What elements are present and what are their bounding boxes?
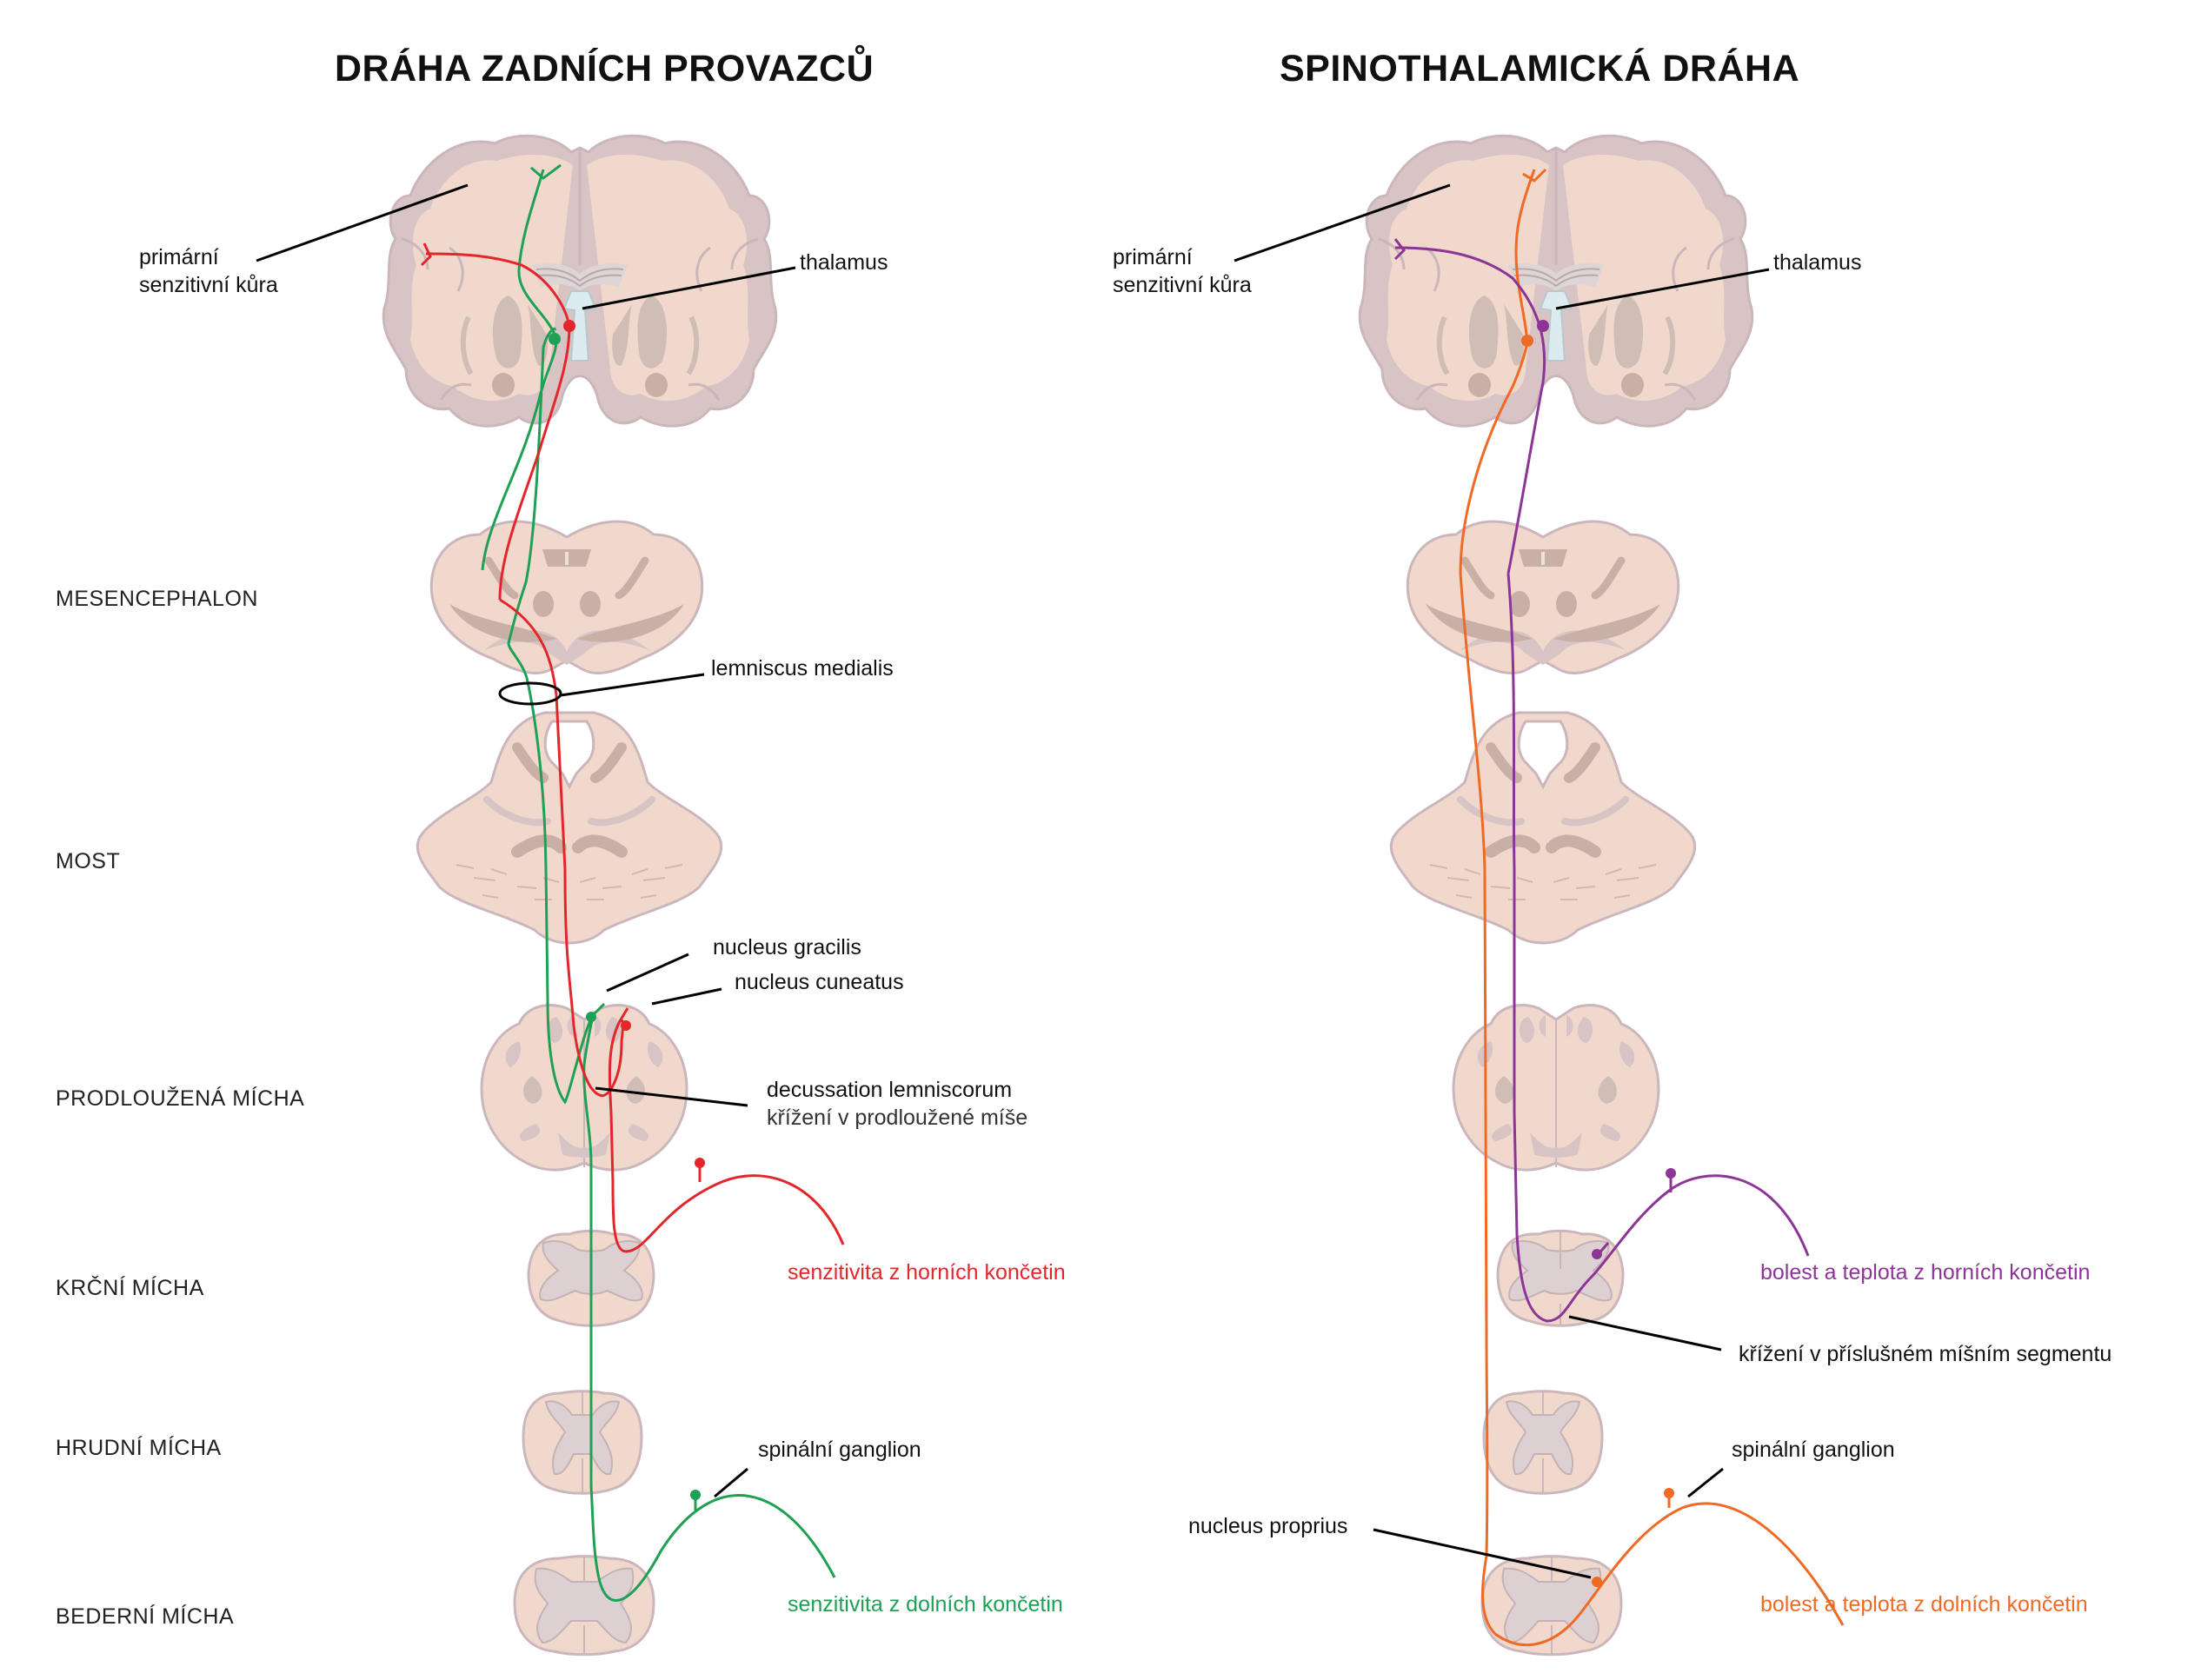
- left-leader-lines: [256, 183, 796, 1498]
- right-lower-limbs-label: bolest a teplota z dolních končetin: [1760, 1592, 2088, 1617]
- level-mesencephalon: MESENCEPHALON: [56, 587, 258, 611]
- decussation-label: decussation lemniscorum křížení v prodlo…: [767, 1076, 1027, 1132]
- nucleus-proprius-label: nucleus proprius: [1188, 1514, 1348, 1538]
- left-thalamus-label: thalamus: [800, 250, 888, 275]
- right-cortex-line1: primární: [1113, 245, 1193, 269]
- nucleus-gracilis-label: nucleus gracilis: [713, 935, 861, 960]
- left-pons: [417, 713, 721, 943]
- left-cortex-line2: senzitivní kůra: [139, 273, 278, 297]
- right-ganglion-label: spinální ganglion: [1732, 1438, 1895, 1462]
- left-lumbar-cord: [513, 1554, 655, 1657]
- level-most: MOST: [56, 849, 121, 873]
- lemniscus-medialis-label: lemniscus medialis: [711, 656, 894, 681]
- level-lumbar: BEDERNÍ MÍCHA: [56, 1604, 235, 1629]
- right-upper-limbs-label: bolest a teplota z horních končetin: [1760, 1260, 2091, 1285]
- red-upper-limb-pathway: [420, 242, 845, 1253]
- right-cortex-line2: senzitivní kůra: [1113, 273, 1252, 297]
- green-lower-limb-pathway: [481, 163, 836, 1602]
- nucleus-cuneatus-label: nucleus cuneatus: [735, 970, 904, 994]
- left-cortex-label: primární senzitivní kůra: [139, 243, 278, 299]
- left-ganglion-label: spinální ganglion: [758, 1438, 921, 1462]
- level-cervical: KRČNÍ MÍCHA: [56, 1276, 204, 1300]
- decussation-title: decussation lemniscorum: [767, 1078, 1013, 1102]
- right-leader-lines: [1234, 183, 1770, 1579]
- right-title: SPINOTHALAMICKÁ DRÁHA: [1280, 48, 1800, 90]
- right-brain: [1360, 136, 1752, 426]
- left-brain: [383, 136, 776, 426]
- right-thalamus-label: thalamus: [1773, 250, 1862, 275]
- purple-upper-limb-pathway: [1393, 238, 1810, 1323]
- left-lower-limbs-label: senzitivita z dolních končetin: [788, 1592, 1063, 1617]
- right-thoracic-cord: [1482, 1389, 1604, 1495]
- right-pons: [1391, 713, 1694, 943]
- segment-crossing-label: křížení v příslušném míšním segmentu: [1739, 1342, 2112, 1366]
- left-title: DRÁHA ZADNÍCH PROVAZCŮ: [335, 48, 875, 90]
- left-upper-limbs-label: senzitivita z horních končetin: [788, 1260, 1066, 1285]
- left-mesencephalon: [431, 521, 702, 673]
- right-cortex-label: primární senzitivní kůra: [1113, 243, 1252, 299]
- left-thoracic-cord: [522, 1389, 643, 1495]
- level-medulla: PRODLOUŽENÁ MÍCHA: [56, 1086, 305, 1111]
- right-mesencephalon: [1407, 521, 1679, 673]
- left-cortex-line1: primární: [139, 245, 219, 269]
- decussation-subtitle: křížení v prodloužené míše: [767, 1106, 1028, 1130]
- level-thoracic: HRUDNÍ MÍCHA: [56, 1436, 222, 1460]
